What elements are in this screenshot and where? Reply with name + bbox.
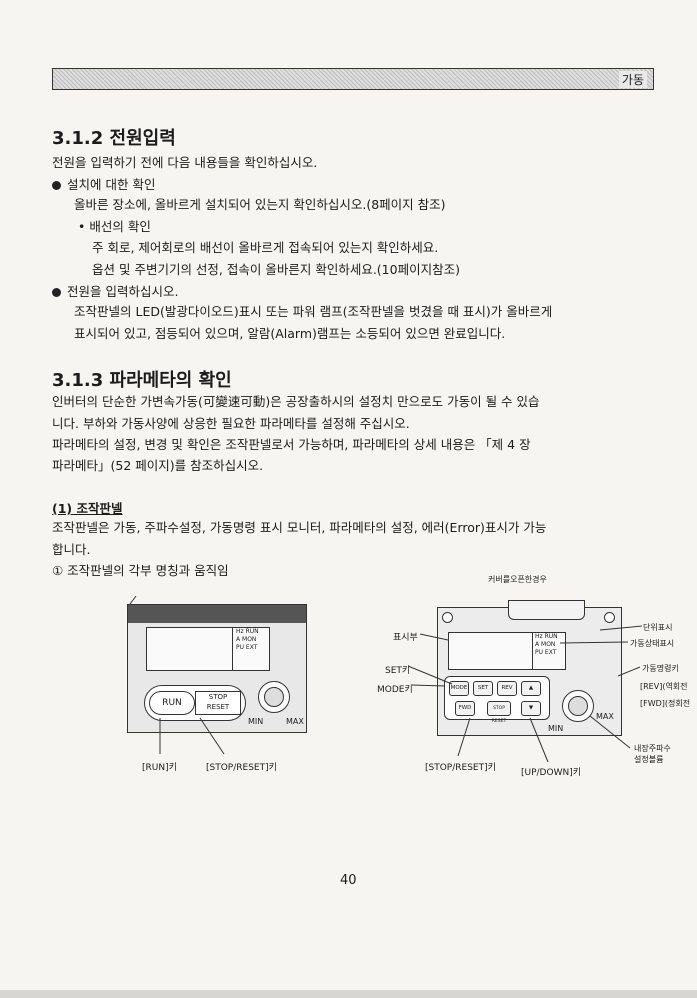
operation-panel-open: Hz RUN A MON PU EXT MODE SET REV ▲ FWD S… (437, 600, 622, 736)
knob-max: MAX (596, 712, 614, 721)
page-number: 40 (340, 873, 357, 888)
sub-bullet: • 배선의 확인 (78, 219, 151, 234)
paragraph: 파라메타의 설정, 변경 및 확인은 조작판넬로서 가능하며, 파라메타의 상세… (52, 437, 531, 452)
list-item: ① 조작판넬의 각부 명칭과 움직임 (52, 563, 229, 578)
label-stop-reset-key: [STOP/RESET]키 (206, 763, 277, 773)
paragraph: 전원을 입력하기 전에 다음 내용들을 확인하십시오. (52, 155, 318, 170)
key-pad: MODE SET REV ▲ FWD STOP RESET ▼ (444, 676, 550, 724)
frequency-knob-icon (258, 681, 290, 713)
stop-reset-key: STOP RESET (487, 701, 511, 724)
set-key: SET (473, 681, 493, 696)
header-tag: 가동 (618, 71, 647, 88)
rev-key: REV (497, 681, 517, 696)
paragraph: 합니다. (52, 542, 91, 557)
paragraph: 조작판넬의 LED(발광다이오드)표시 또는 파워 램프(조작판넬을 벗겼을 때… (74, 304, 553, 319)
label-freq-volume-1: 내장주파수 (634, 744, 671, 753)
paragraph: 표시되어 있고, 점등되어 있으며, 알람(Alarm)램프는 소등되어 있으면… (74, 326, 506, 341)
paragraph: 인버터의 단순한 가변속가동(可變速可動)은 공장출하시의 설정치 만으로도 가… (52, 394, 540, 409)
bullet-item: 설치에 대한 확인 (52, 177, 155, 193)
fwd-key: FWD (455, 701, 475, 716)
label-display: 표시부 (393, 633, 418, 643)
screw-icon (604, 612, 615, 623)
knob-max: MAX (286, 717, 304, 726)
down-key-icon: ▼ (521, 701, 541, 716)
label-rev-key: [REV](역회전 (640, 682, 688, 691)
indicator-lamps: Hz RUN A MON PU EXT (232, 627, 270, 671)
label-fwd-key: [FWD](정회전 (640, 699, 691, 708)
header-bar: 가동 (52, 68, 654, 90)
label-freq-volume-2: 설정볼륨 (634, 755, 664, 764)
paragraph: 조작판넬은 가동, 주파수설정, 가동명령 표시 모니터, 파라메타의 설정, … (52, 520, 547, 535)
paragraph: 파라메타」(52 페이지)를 참조하십시오. (52, 458, 264, 473)
subsection-heading: (1) 조작판넬 (52, 501, 123, 516)
frequency-knob-icon (562, 690, 594, 722)
paragraph: 주 회로, 제어회로의 배선이 올바르게 접속되어 있는지 확인하세요. (92, 240, 439, 255)
label-mode-key: MODE키 (377, 685, 413, 695)
label-unit-display: 단위표시 (643, 623, 673, 632)
stop-reset-key: STOP RESET (195, 691, 241, 715)
led-display (448, 632, 534, 670)
label-stop-reset-key: [STOP/RESET]키 (425, 763, 496, 773)
bullet-dot-icon (52, 288, 61, 297)
cover-note: 커버를오픈한경우 (488, 575, 547, 584)
operation-panel-closed: Hz RUN A MON PU EXT RUN STOP RESET MIN M… (127, 604, 307, 733)
label-up-down-key: [UP/DOWN]키 (521, 768, 581, 778)
mode-key: MODE (449, 681, 469, 696)
bullet-item: 전원을 입력하십시오. (52, 284, 178, 300)
page-bottom-edge (0, 990, 697, 998)
label-run-key: [RUN]키 (142, 763, 177, 773)
label-run-cmd-key: 가동명령키 (642, 664, 679, 673)
indicator-lamps: Hz RUN A MON PU EXT (532, 632, 566, 670)
knob-min: MIN (548, 724, 564, 733)
led-display (146, 627, 234, 671)
paragraph: 옵션 및 주변기기의 선정, 접속이 올바른지 확인하세요.(10페이지참조) (92, 262, 460, 277)
screw-icon (442, 612, 453, 623)
label-run-state: 가동상태표시 (630, 639, 675, 648)
paragraph: 올바른 장소에, 올바르게 설치되어 있는지 확인하십시오.(8페이지 참조) (74, 197, 446, 212)
paragraph: 니다. 부하와 가동사양에 상응한 필요한 파라메타를 설정해 주십시오. (52, 416, 410, 431)
bullet-dot-icon (52, 181, 61, 190)
section-heading-3-1-2: 3.1.2 전원입력 (52, 128, 176, 149)
section-heading-3-1-3: 3.1.3 파라메타의 확인 (52, 370, 232, 391)
label-set-key: SET키 (385, 666, 411, 676)
run-key: RUN (149, 691, 195, 715)
up-key-icon: ▲ (521, 681, 541, 696)
button-group: RUN STOP RESET (144, 685, 246, 721)
knob-min: MIN (248, 717, 264, 726)
